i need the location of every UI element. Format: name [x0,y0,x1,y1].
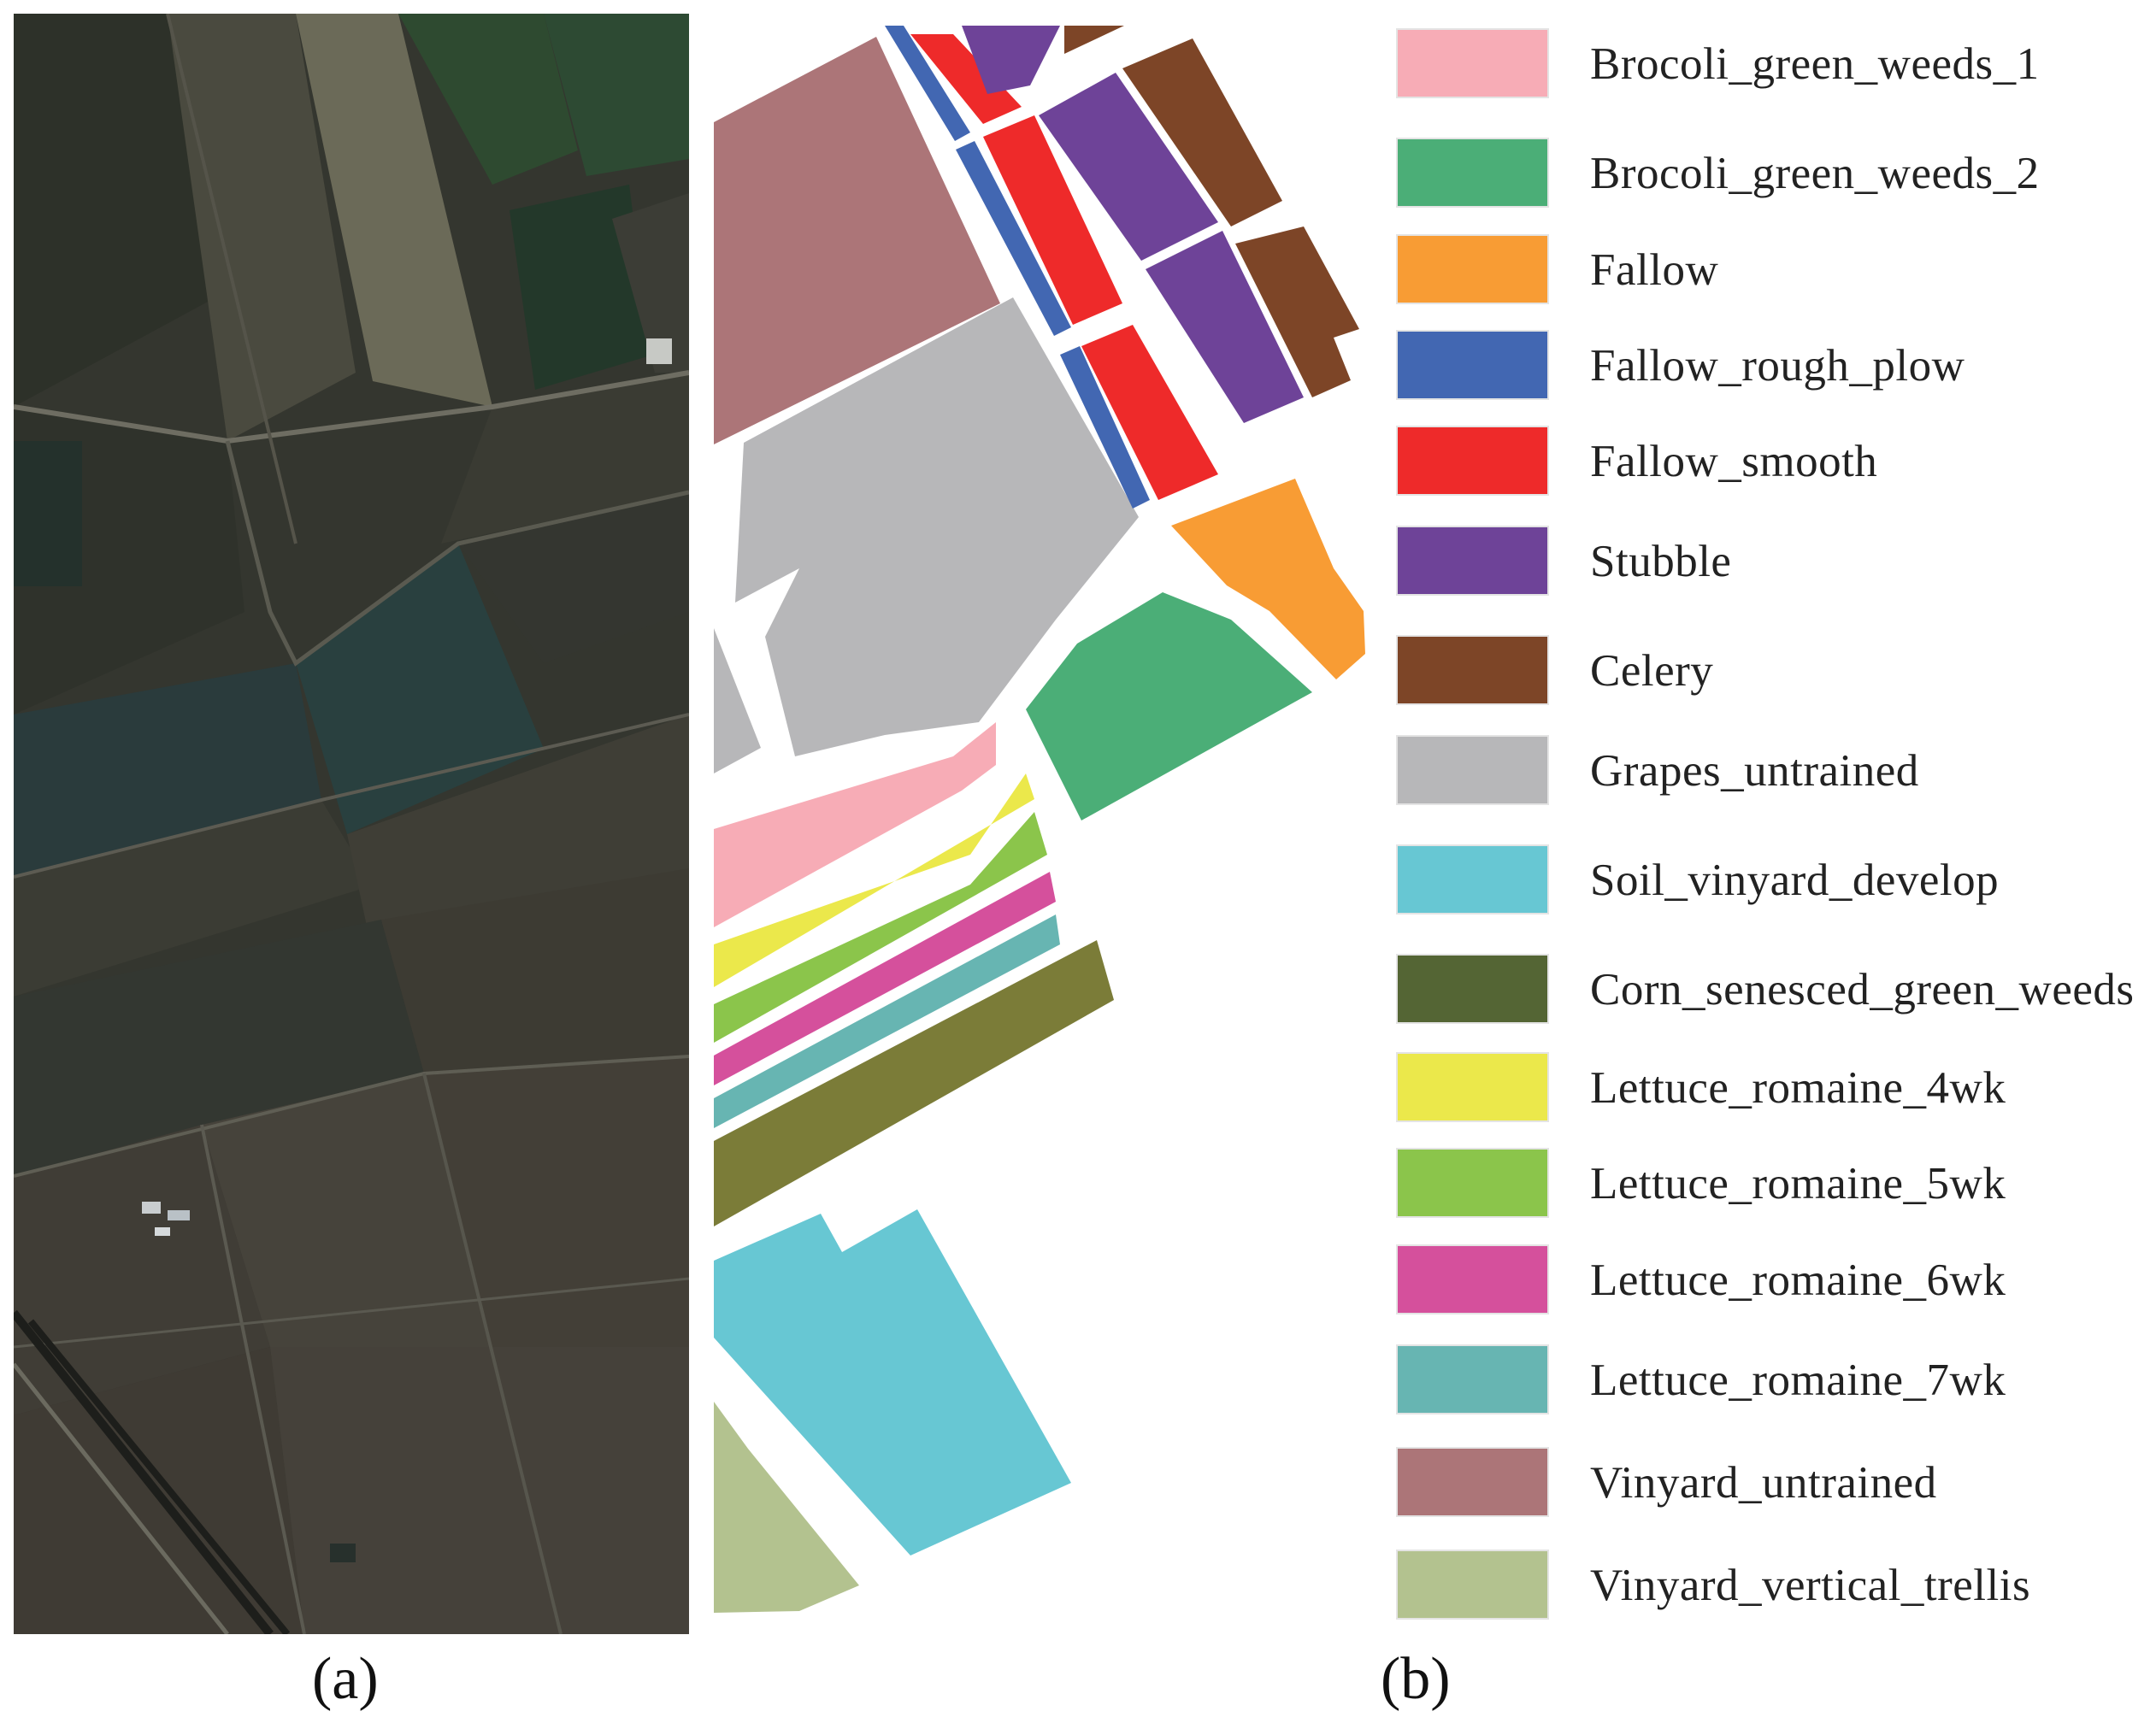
legend-item-brocoli-green-weeds-1: Brocoli_green_weeds_1 [1393,26,2156,103]
legend-label: Lettuce_romaine_4wk [1590,1063,2006,1113]
legend-swatch [1398,1551,1547,1618]
legend-label: Fallow_smooth [1590,437,1878,486]
legend-label: Fallow_rough_plow [1590,341,1965,391]
region-lettuce-romaine-6wk [714,872,1056,1085]
legend: Brocoli_green_weeds_1 Brocoli_green_weed… [1393,26,2156,1650]
region-lettuce-romaine-4wk [714,773,1034,987]
legend-swatch [1398,1150,1547,1216]
legend-swatch [1398,527,1547,594]
legend-item-lettuce-romaine-5wk: Lettuce_romaine_5wk [1393,1145,2156,1222]
legend-label: Vinyard_vertical_trellis [1590,1561,2031,1610]
legend-item-fallow: Fallow [1393,232,2156,309]
legend-label: Fallow [1590,245,1719,295]
legend-item-soil-vinyard-develop: Soil_vinyard_develop [1393,842,2156,919]
legend-item-brocoli-green-weeds-2: Brocoli_green_weeds_2 [1393,135,2156,212]
legend-item-corn-senesced-green-weeds: Corn_senesced_green_weeds [1393,951,2156,1028]
region-vinyard-vertical-trellis [714,1402,859,1613]
legend-item-lettuce-romaine-7wk: Lettuce_romaine_7wk [1393,1342,2156,1419]
panel-label-a: (a) [312,1646,379,1712]
region-brocoli-green-weeds-1 [714,722,996,927]
region-corn-senesced-green-weeds [714,940,1114,1226]
region-celery-2 [1122,38,1282,226]
legend-swatch [1398,737,1547,803]
legend-item-lettuce-romaine-6wk: Lettuce_romaine_6wk [1393,1242,2156,1319]
satellite-image-drawing [14,14,689,1634]
region-grapes-untrained-2 [714,628,761,773]
region-lettuce-romaine-5wk [714,812,1047,1043]
region-fallow-smooth-2 [983,115,1122,325]
legend-label: Grapes_untrained [1590,746,1919,796]
region-fallow [1171,479,1365,679]
legend-swatch [1398,427,1547,494]
region-stubble-1 [962,26,1060,94]
legend-label: Celery [1590,646,1714,696]
region-brocoli-green-weeds-2 [1026,592,1312,820]
legend-label: Stubble [1590,537,1732,586]
region-soil-vinyard-develop [714,1209,1071,1556]
legend-item-stubble: Stubble [1393,523,2156,600]
legend-label: Corn_senesced_green_weeds [1590,965,2135,1014]
legend-swatch [1398,637,1547,703]
legend-swatch [1398,30,1547,97]
region-celery-1 [1064,26,1124,54]
region-grapes-untrained [735,297,1139,756]
legend-item-grapes-untrained: Grapes_untrained [1393,732,2156,809]
legend-swatch [1398,139,1547,206]
region-lettuce-romaine-7wk [714,914,1060,1128]
legend-swatch [1398,956,1547,1022]
legend-label: Lettuce_romaine_7wk [1590,1356,2006,1405]
legend-swatch [1398,1346,1547,1413]
legend-swatch [1398,1449,1547,1515]
legend-item-fallow-smooth: Fallow_smooth [1393,423,2156,500]
legend-item-vinyard-vertical-trellis: Vinyard_vertical_trellis [1393,1547,2156,1624]
legend-item-celery: Celery [1393,632,2156,709]
legend-swatch [1398,1246,1547,1313]
ground-truth-map-drawing [714,26,1365,1613]
legend-swatch [1398,846,1547,913]
region-fallow-rough-plow-2 [956,141,1071,336]
legend-label: Soil_vinyard_develop [1590,856,2000,905]
region-fallow-smooth-3 [1081,325,1218,500]
legend-label: Brocoli_green_weeds_1 [1590,39,2040,89]
region-fallow-smooth-1 [910,34,1022,124]
legend-swatch [1398,236,1547,303]
legend-item-vinyard-untrained: Vinyard_untrained [1393,1444,2156,1521]
legend-swatch [1398,1054,1547,1120]
legend-label: Lettuce_romaine_5wk [1590,1159,2006,1209]
legend-item-fallow-rough-plow: Fallow_rough_plow [1393,327,2156,404]
region-celery-3 [1235,226,1359,397]
region-stubble-3 [1146,231,1304,423]
legend-swatch [1398,332,1547,398]
satellite-image [14,14,689,1634]
legend-item-lettuce-romaine-4wk: Lettuce_romaine_4wk [1393,1050,2156,1126]
legend-label: Vinyard_untrained [1590,1458,1937,1508]
region-fallow-rough-plow-1 [885,26,970,141]
region-vinyard-untrained [714,37,1000,444]
legend-label: Brocoli_green_weeds_2 [1590,149,2040,198]
region-fallow-rough-plow-3 [1060,346,1150,509]
region-stubble-2 [1039,73,1218,261]
ground-truth-map [714,21,1389,1628]
panel-label-b: (b) [1381,1646,1451,1712]
legend-label: Lettuce_romaine_6wk [1590,1256,2006,1305]
